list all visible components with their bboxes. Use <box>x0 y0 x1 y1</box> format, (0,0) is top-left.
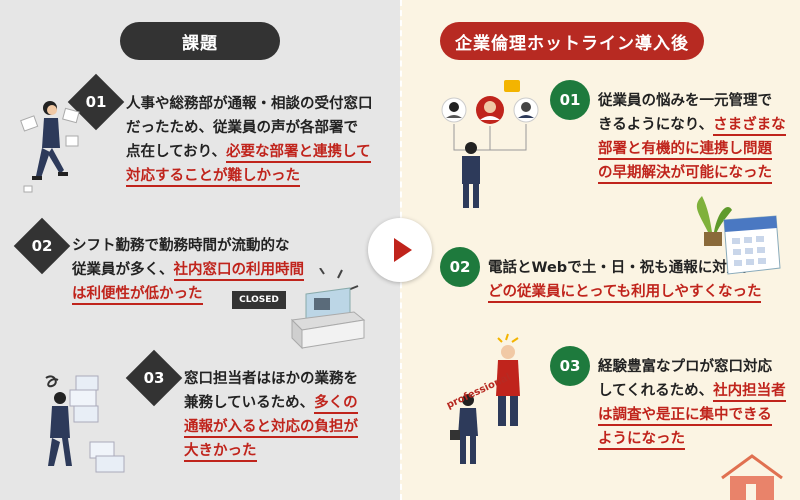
closed-counter-illustration <box>290 268 366 350</box>
left-item-2-line2: 従業員が多く、 <box>72 262 174 278</box>
right-item-1-highlight1: さまざまな <box>713 117 786 136</box>
left-item-1-line1: 人事や総務部が通報・相談の受付窓口 <box>126 96 373 112</box>
right-item-1-line1: 従業員の悩みを一元管理で <box>598 93 772 109</box>
right-item-1-text: 従業員の悩みを一元管理で きるようになり、さまざまな 部署と有機的に連携し問題 … <box>598 89 794 185</box>
plant-calendar-illustration <box>696 196 781 275</box>
left-item-2-line1: シフト勤務で勤務時間が流動的な <box>72 238 290 254</box>
left-item-3-highlight2: 通報が入ると対応の負担が <box>184 419 358 438</box>
thinking-man-illustration <box>462 142 480 208</box>
left-item-3-line2: 兼務しているため、 <box>184 395 315 411</box>
right-item-1-line2: きるようになり、 <box>598 117 714 133</box>
right-item-1-number: 01 <box>550 80 590 120</box>
right-item-3-highlight1: 社内担当者 <box>713 383 786 402</box>
left-item-3-line1: 窓口担当者はほかの業務を <box>184 371 358 387</box>
left-item-1-line3: 点在しており、 <box>126 144 227 160</box>
professional-consultant-illustration <box>450 333 520 464</box>
right-item-2-line1: 電話とWebで土・日・祝も通報に対応。 <box>488 260 756 276</box>
house-icon <box>721 454 783 500</box>
closed-sign: CLOSED <box>232 291 286 309</box>
right-item-3-text: 経験豊富なプロが窓口対応 してくれるため、社内担当者 は調査や是正に集中できる … <box>598 355 794 451</box>
left-item-1-line2: だったため、従業員の声が各部署で <box>126 120 358 136</box>
left-item-3-highlight1: 多くの <box>314 395 358 414</box>
running-woman-illustration <box>20 101 80 193</box>
left-item-2-number: 02 <box>31 237 53 255</box>
right-item-1-highlight3: の早期解決が可能になった <box>598 165 772 184</box>
left-item-3-text: 窓口担当者はほかの業務を 兼務しているため、多くの 通報が入ると対応の負担が 大… <box>184 367 394 463</box>
right-item-1-highlight2: 部署と有機的に連携し問題 <box>598 141 772 160</box>
left-item-1-highlight1: 必要な部署と連携して <box>226 144 371 163</box>
left-item-2-text: シフト勤務で勤務時間が流動的な 従業員が多く、社内窓口の利用時間 は利便性が低か… <box>72 234 332 306</box>
left-item-3-number: 03 <box>143 369 165 387</box>
left-item-1-text: 人事や総務部が通報・相談の受付窓口 だったため、従業員の声が各部署で 点在してお… <box>126 92 394 188</box>
right-item-3-line2: してくれるため、 <box>598 383 714 399</box>
left-heading: 課題 <box>120 22 280 60</box>
left-item-2-highlight1: 社内窓口の利用時間 <box>173 262 304 281</box>
play-arrow-icon <box>368 218 432 282</box>
left-item-2-highlight2: は利便性が低かった <box>72 286 203 305</box>
right-item-2-text: 電話とWebで土・日・祝も通報に対応。 どの従業員にとっても利用しやすくなった <box>488 256 794 304</box>
right-item-3-number: 03 <box>550 346 590 386</box>
left-item-1-number: 01 <box>85 93 107 111</box>
left-item-1-highlight2: 対応することが難しかった <box>126 168 300 187</box>
right-heading: 企業倫理ホットライン導入後 <box>440 22 704 60</box>
right-item-3-line1: 経験豊富なプロが窓口対応 <box>598 359 772 375</box>
right-item-3-highlight3: ようになった <box>598 431 685 450</box>
avatars-network-illustration <box>441 80 539 151</box>
overwhelmed-worker-illustration <box>45 375 125 473</box>
right-item-2-highlight1: どの従業員にとっても利用しやすくなった <box>488 284 762 303</box>
right-item-2-number: 02 <box>440 247 480 287</box>
right-item-3-highlight2: は調査や是正に集中できる <box>598 407 772 426</box>
left-item-3-highlight3: 大きかった <box>184 443 257 462</box>
